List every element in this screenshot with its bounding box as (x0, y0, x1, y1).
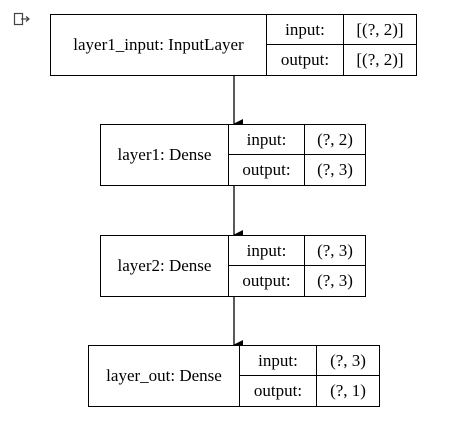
node-layer1-input: layer1_input: InputLayer input: [(?, 2)]… (50, 14, 417, 76)
output-value: (?, 3) (317, 160, 353, 179)
input-value: (?, 3) (305, 236, 365, 266)
output-key: output: (240, 376, 317, 406)
input-key: input: (267, 15, 344, 45)
output-open-icon (13, 12, 30, 26)
output-toggle-icon[interactable] (12, 10, 32, 28)
node-label: layer2: Dense (101, 236, 229, 296)
node-label: layer1_input: InputLayer (51, 15, 267, 75)
node-layer1: layer1: Dense input: (?, 2) output: (?, … (100, 124, 366, 186)
input-value: [(?, 2)] (344, 15, 416, 45)
output-value: (?, 3) (317, 271, 353, 290)
input-key: input: (229, 236, 305, 266)
output-key: output: (229, 155, 305, 185)
input-value: (?, 2) (305, 125, 365, 155)
input-key: input: (229, 125, 305, 155)
node-layer-out: layer_out: Dense input: (?, 3) output: (… (88, 345, 380, 407)
node-layer2: layer2: Dense input: (?, 3) output: (?, … (100, 235, 366, 297)
output-key: output: (229, 266, 305, 296)
input-value: (?, 3) (317, 346, 379, 376)
node-label: layer_out: Dense (89, 346, 240, 406)
output-value: (?, 1) (330, 381, 366, 400)
node-label: layer1: Dense (101, 125, 229, 185)
input-key: input: (240, 346, 317, 376)
output-key: output: (267, 45, 344, 75)
output-value: [(?, 2)] (356, 50, 404, 69)
